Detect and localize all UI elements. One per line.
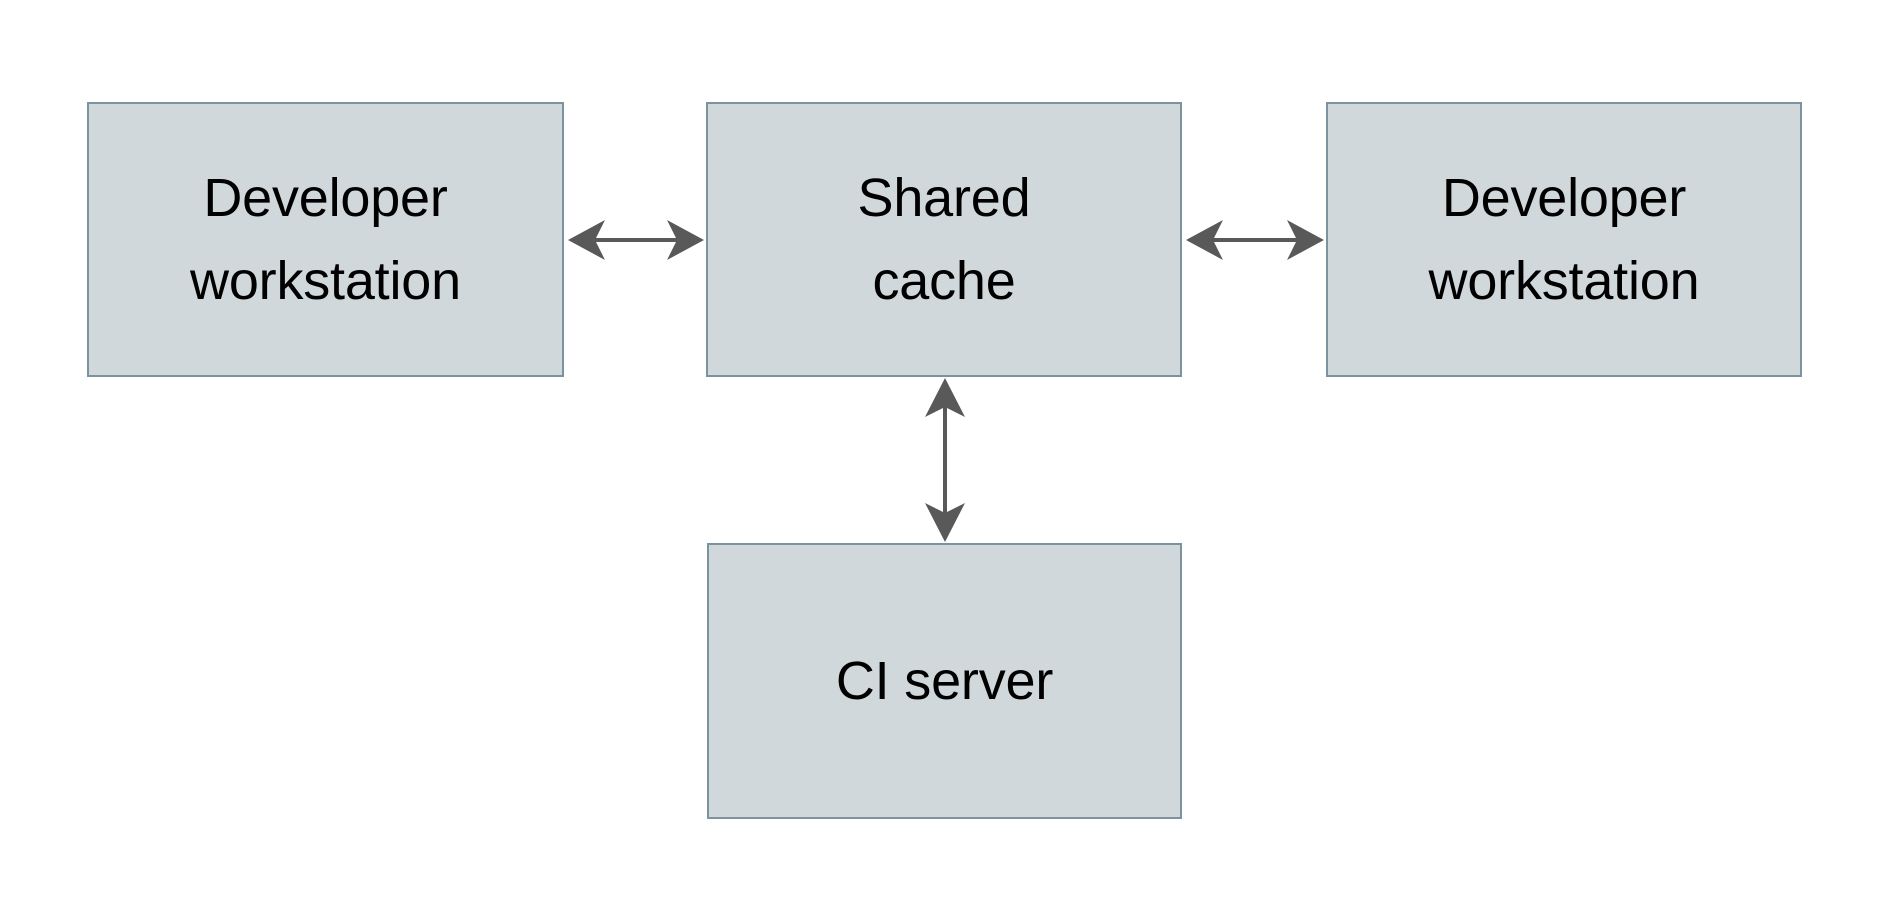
node-developer-workstation-left[interactable]: Developer workstation (87, 102, 564, 377)
double-arrow-icon (568, 220, 704, 260)
node-label: Shared cache (857, 168, 1031, 311)
connector-cache-to-ci-server[interactable] (910, 372, 980, 548)
node-shared-cache[interactable]: Shared cache (706, 102, 1182, 377)
connector-dev-left-to-cache[interactable] (560, 205, 712, 275)
node-ci-server[interactable]: CI server (707, 543, 1182, 819)
node-label: Developer workstation (190, 168, 461, 311)
double-arrow-icon (925, 378, 965, 542)
node-label: CI server (835, 650, 1054, 711)
double-arrow-icon (1186, 220, 1324, 260)
node-label: Developer workstation (1428, 168, 1700, 311)
connector-cache-to-dev-right[interactable] (1178, 205, 1332, 275)
node-developer-workstation-right[interactable]: Developer workstation (1326, 102, 1802, 377)
